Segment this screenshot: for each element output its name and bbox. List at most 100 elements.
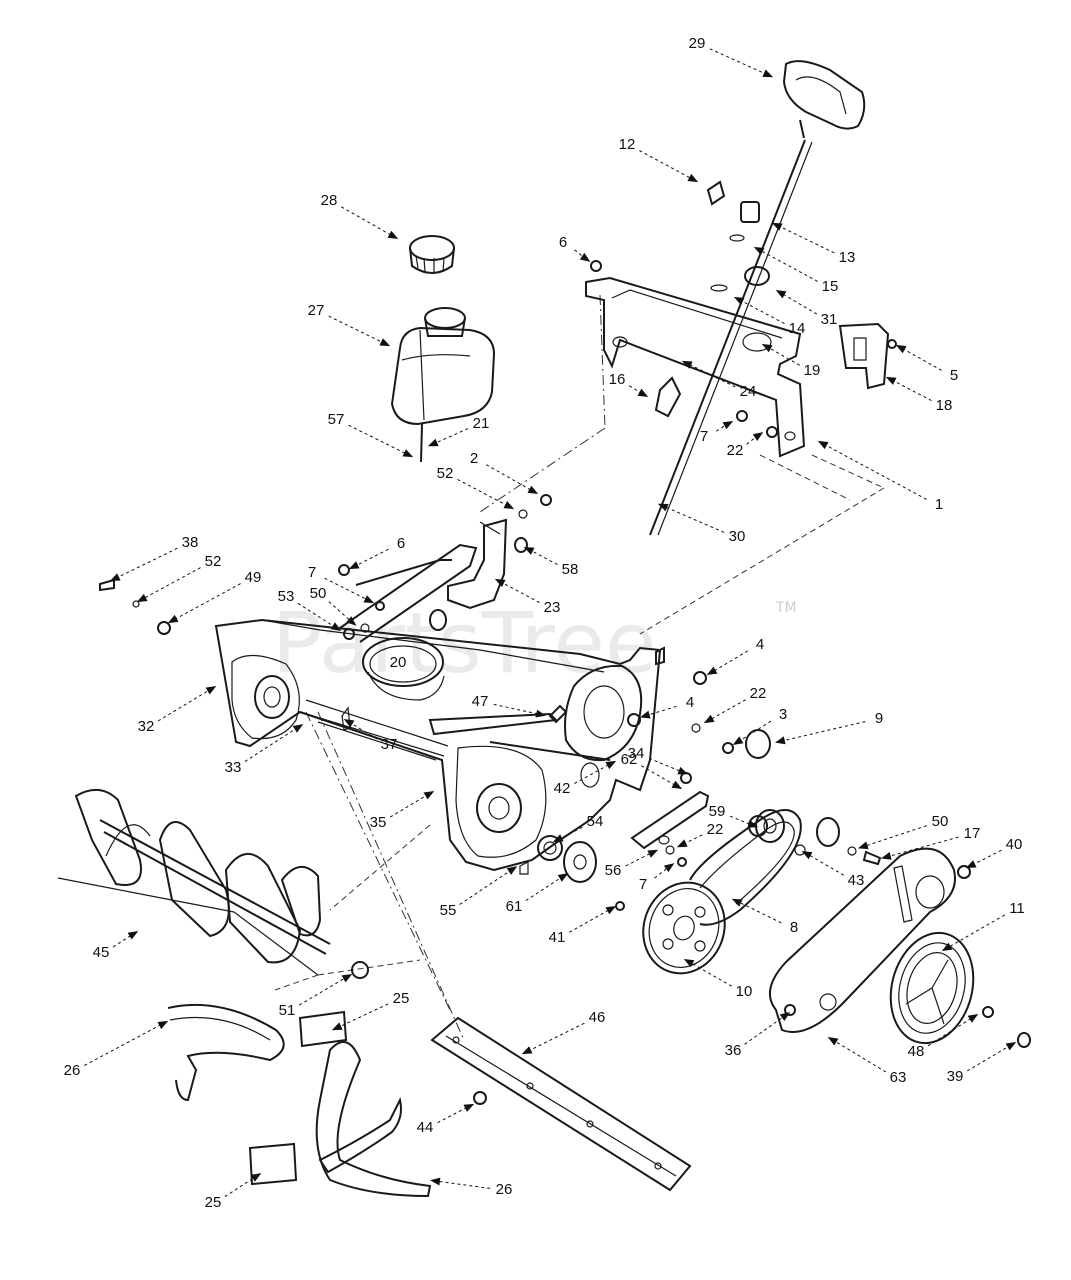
- callout-arrowhead-1: [817, 440, 829, 450]
- callout-leader-42: [574, 764, 610, 784]
- callout-arrowhead-61: [557, 873, 569, 882]
- callout-label-30: 30: [729, 528, 746, 545]
- callout-arrowhead-58: [523, 546, 535, 555]
- callout-label-7: 7: [700, 428, 708, 445]
- callout-label-39: 39: [947, 1068, 964, 1085]
- callout-arrowhead-50: [857, 841, 869, 850]
- callout-label-41: 41: [549, 929, 566, 946]
- callout-label-33: 33: [225, 759, 242, 776]
- callout-arrowhead-50: [346, 616, 357, 626]
- callout-leader-27: [328, 315, 384, 344]
- callout-label-11: 11: [1009, 900, 1025, 917]
- callout-arrowhead-34: [677, 766, 689, 775]
- callout-arrowhead-63: [827, 1037, 839, 1046]
- callout-leader-47: [493, 703, 539, 715]
- callout-leader-31: [782, 293, 818, 315]
- callout-label-50: 50: [932, 813, 949, 830]
- callout-label-55: 55: [440, 902, 457, 919]
- callout-label-34: 34: [628, 745, 645, 762]
- callout-arrowhead-32: [205, 686, 217, 695]
- callout-label-10: 10: [736, 983, 753, 1000]
- callout-label-50: 50: [310, 585, 327, 602]
- callout-label-17: 17: [964, 825, 981, 842]
- callout-arrowhead-22: [752, 432, 764, 441]
- callout-label-24: 24: [740, 383, 757, 400]
- callout-leader-46: [528, 1022, 585, 1052]
- callout-leader-45: [112, 934, 132, 948]
- callout-arrowhead-2: [527, 485, 539, 494]
- callout-arrowhead-23: [494, 578, 506, 587]
- callout-leader-2: [486, 464, 532, 491]
- callout-arrowhead-8: [731, 898, 743, 907]
- callout-leader-10: [690, 962, 732, 987]
- callout-arrowhead-22: [703, 714, 715, 724]
- chute-lock-part: [654, 376, 682, 418]
- watermark-trademark: TM: [775, 600, 797, 616]
- callout-arrowhead-33: [292, 724, 304, 733]
- callout-arrowhead-55: [506, 866, 518, 875]
- callout-label-52: 52: [205, 553, 222, 570]
- callout-arrowhead-36: [779, 1012, 791, 1021]
- callout-leader-5: [902, 348, 942, 371]
- fuel-cap: [409, 235, 455, 274]
- idler-arm: [630, 790, 710, 850]
- callout-arrowhead-47: [535, 709, 546, 718]
- callout-arrowhead-30: [657, 503, 669, 512]
- callout-arrowhead-48: [967, 1014, 979, 1023]
- callout-leader-26: [437, 1180, 491, 1189]
- callout-leader-14: [740, 300, 785, 325]
- callout-arrowhead-6: [348, 561, 360, 570]
- left-housing-side: [231, 654, 300, 740]
- callout-leader-35: [389, 794, 428, 818]
- callout-label-48: 48: [908, 1043, 925, 1060]
- callout-arrowhead-11: [941, 942, 953, 951]
- callout-arrowhead-59: [747, 820, 759, 828]
- callout-leader-41: [569, 909, 610, 933]
- callout-arrowhead-40: [965, 860, 977, 869]
- chute-crank-knob: [782, 60, 866, 139]
- callout-label-9: 9: [875, 710, 883, 727]
- callout-arrowhead-45: [127, 931, 139, 940]
- callout-arrowhead-25: [250, 1173, 262, 1182]
- callout-leader-33: [244, 727, 297, 763]
- callout-arrowhead-52: [136, 593, 148, 603]
- misc-hardware: [99, 260, 971, 1016]
- callout-leader-43: [808, 854, 845, 876]
- callout-arrowhead-12: [687, 173, 699, 183]
- callout-leader-52: [457, 478, 508, 506]
- callout-label-37: 37: [381, 736, 398, 753]
- callout-label-16: 16: [609, 371, 626, 388]
- auger-assembly: [74, 789, 369, 979]
- callout-leader-59: [729, 815, 751, 825]
- callout-arrowhead-16: [637, 388, 649, 397]
- callout-leader-25: [224, 1176, 255, 1198]
- callout-arrowhead-19: [761, 343, 773, 353]
- callout-leader-62: [641, 765, 676, 786]
- gear-case-plate: [564, 664, 643, 788]
- callout-leader-22: [710, 699, 746, 720]
- callout-leader-4: [713, 650, 749, 672]
- callout-leader-63: [834, 1040, 887, 1073]
- callout-label-42: 42: [554, 780, 571, 797]
- drive-shaft: [428, 712, 611, 761]
- callout-label-4: 4: [756, 636, 764, 653]
- callout-leader-49: [174, 583, 241, 620]
- callout-label-40: 40: [1006, 836, 1023, 853]
- callout-leader-24: [688, 363, 736, 388]
- callout-label-22: 22: [750, 685, 767, 702]
- callout-label-27: 27: [308, 302, 325, 319]
- callout-leader-1: [824, 444, 927, 500]
- bearing-flange: [537, 835, 597, 883]
- callout-arrowhead-21: [427, 438, 439, 447]
- callout-label-49: 49: [245, 569, 262, 586]
- callout-arrowhead-7: [363, 595, 375, 604]
- callout-arrowhead-62: [671, 780, 683, 789]
- callout-label-51: 51: [279, 1002, 296, 1019]
- shave-plate: [430, 1016, 692, 1192]
- support-bracket: [447, 518, 528, 610]
- callout-leader-54: [559, 826, 583, 840]
- callout-label-63: 63: [890, 1069, 907, 1086]
- callout-leader-4: [647, 705, 677, 716]
- callout-arrowhead-56: [647, 849, 659, 858]
- callout-arrowhead-28: [387, 230, 399, 239]
